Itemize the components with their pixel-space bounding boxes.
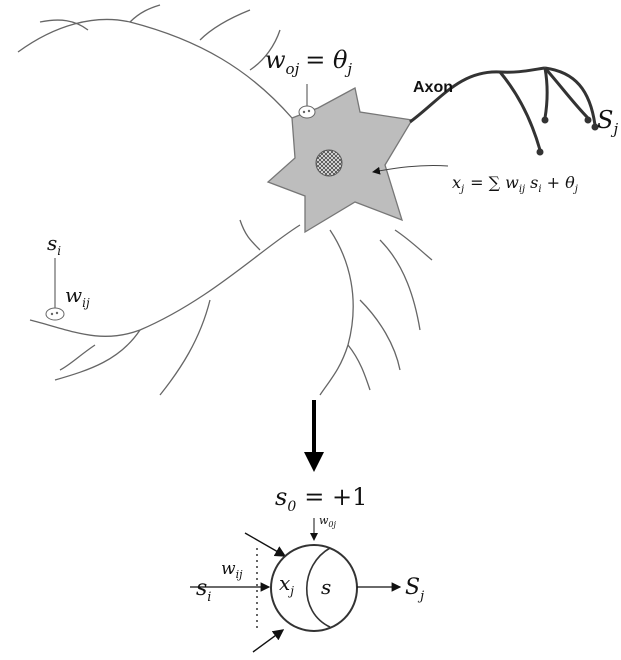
down-arrow xyxy=(304,400,324,472)
axon-terminals xyxy=(536,116,599,156)
neuron-output-label: Sj xyxy=(597,106,618,138)
nucleus xyxy=(315,149,343,177)
bias-synapse xyxy=(298,84,316,119)
model-input-label: si xyxy=(196,576,211,605)
activation-node-label: s xyxy=(321,575,331,599)
model-bias-weight: w0j xyxy=(319,514,337,529)
input-arrow-top xyxy=(244,532,287,557)
input-arrow-bottom xyxy=(252,629,285,653)
dendrites xyxy=(17,4,433,396)
input-synapse xyxy=(45,258,65,321)
neuron-input-label: si xyxy=(47,231,61,258)
activation-divider xyxy=(306,547,331,628)
bias-input-label: s0= +1 xyxy=(275,483,367,515)
model-output-label: Sj xyxy=(405,575,424,604)
sum-node-label: xj xyxy=(279,571,294,598)
perceptron-node xyxy=(270,544,358,632)
bias-weight-label: woj= θj xyxy=(265,46,352,78)
axon xyxy=(409,66,597,151)
activation-pointer xyxy=(372,164,449,175)
axon-label: Axon xyxy=(413,79,453,96)
model-weight-label: wij xyxy=(221,559,243,581)
neuron-weight-label: wij xyxy=(65,283,90,310)
